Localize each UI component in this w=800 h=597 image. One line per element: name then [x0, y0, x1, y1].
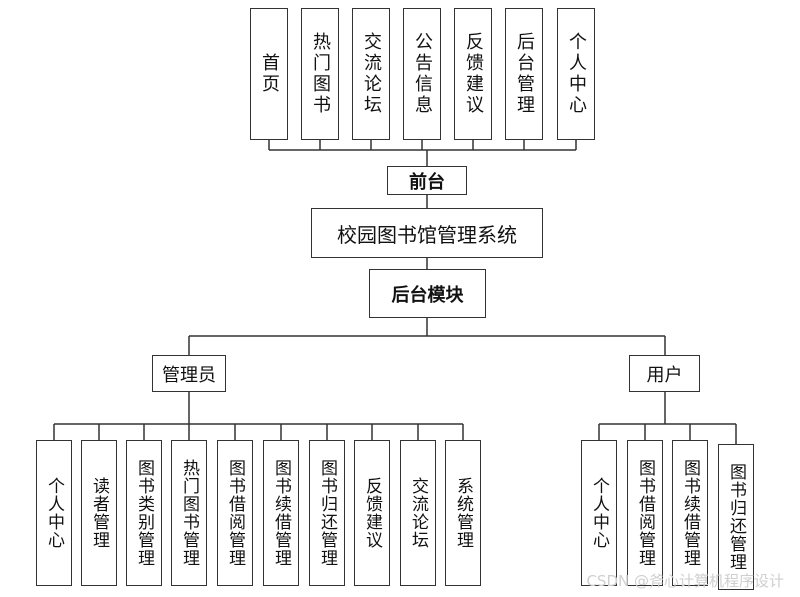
frontend-page-personal-center: 个人中心 — [557, 8, 595, 140]
frontend-page-forum: 交流论坛 — [352, 8, 390, 140]
admin-module-book-return-management: 图书归还管理 — [309, 440, 345, 586]
user-module-book-renew-management: 图书续借管理 — [672, 440, 708, 586]
admin-module-book-renew-management: 图书续借管理 — [263, 440, 299, 586]
user-module-personal-center: 个人中心 — [581, 440, 617, 586]
watermark: CSDN @斧心计算机程序设计 — [586, 572, 784, 590]
admin-role-node: 管理员 — [152, 355, 226, 392]
frontend-page-feedback: 反馈建议 — [454, 8, 492, 140]
frontend-page-hot-books: 热门图书 — [301, 8, 339, 140]
user-module-book-return-management: 图书归还管理 — [718, 444, 754, 590]
admin-module-reader-management: 读者管理 — [81, 440, 117, 586]
admin-module-hot-book-management: 热门图书管理 — [171, 440, 207, 586]
frontend-page-backend-admin: 后台管理 — [505, 8, 543, 140]
admin-module-personal-center: 个人中心 — [36, 440, 72, 586]
admin-module-book-borrow-management: 图书借阅管理 — [217, 440, 253, 586]
admin-module-system-management: 系统管理 — [445, 440, 481, 586]
admin-module-book-category-management: 图书类别管理 — [126, 440, 162, 586]
admin-module-feedback: 反馈建议 — [354, 440, 390, 586]
admin-module-forum: 交流论坛 — [400, 440, 436, 586]
frontend-page-home: 首页 — [250, 8, 288, 140]
user-role-node: 用户 — [629, 355, 700, 392]
frontend-node: 前台 — [387, 166, 467, 195]
user-module-book-borrow-management: 图书借阅管理 — [627, 440, 663, 586]
system-title-node: 校园图书馆管理系统 — [311, 208, 543, 258]
backend-module-node: 后台模块 — [369, 269, 486, 318]
frontend-page-announcements: 公告信息 — [403, 8, 441, 140]
